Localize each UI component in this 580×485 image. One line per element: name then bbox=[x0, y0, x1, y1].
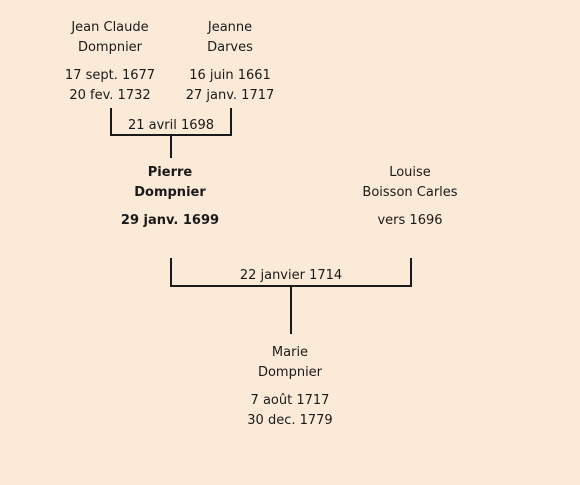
person-birth-date: 7 août 1717 bbox=[250, 393, 330, 408]
person-first-name: Jean Claude bbox=[71, 20, 149, 35]
person-birth-date: 29 janv. 1699 bbox=[120, 213, 220, 228]
person-first-name: Jeanne bbox=[207, 20, 253, 35]
person-death-date: 30 dec. 1779 bbox=[247, 413, 333, 428]
person-louise-boisson-carles: Louise Boisson Carles vers 1696 bbox=[330, 163, 490, 231]
person-first-name: Louise bbox=[389, 165, 431, 180]
marriage-bracket-bottom bbox=[110, 134, 232, 136]
person-first-name: Marie bbox=[271, 345, 309, 360]
person-birth-date: 17 sept. 1677 bbox=[64, 68, 156, 83]
marriage-bracket-left bbox=[170, 258, 172, 287]
person-birth-date: 16 juin 1661 bbox=[189, 68, 271, 83]
person-first-name: Pierre bbox=[147, 165, 193, 180]
person-jeanne-darves: Jeanne Darves 16 juin 1661 27 janv. 1717 bbox=[150, 18, 310, 106]
marriage-date-parents: 21 avril 1698 bbox=[127, 118, 215, 133]
marriage-date-pierre-louise: 22 janvier 1714 bbox=[239, 268, 343, 283]
person-last-name: Boisson Carles bbox=[362, 185, 458, 200]
marriage-bracket-bottom bbox=[170, 285, 412, 287]
person-death-date: 27 janv. 1717 bbox=[185, 88, 275, 103]
person-birth-date: vers 1696 bbox=[377, 213, 443, 228]
descent-line bbox=[290, 287, 292, 334]
person-last-name: Darves bbox=[207, 40, 253, 55]
person-last-name: Dompnier bbox=[77, 40, 143, 55]
person-death-date: 20 fev. 1732 bbox=[69, 88, 151, 103]
person-last-name: Dompnier bbox=[134, 185, 206, 200]
marriage-bracket-right bbox=[410, 258, 412, 287]
person-last-name: Dompnier bbox=[257, 365, 323, 380]
marriage-bracket-right bbox=[230, 108, 232, 136]
descent-line bbox=[170, 136, 172, 158]
person-marie-dompnier: Marie Dompnier 7 août 1717 30 dec. 1779 bbox=[210, 343, 370, 431]
person-pierre-dompnier: Pierre Dompnier 29 janv. 1699 bbox=[90, 163, 250, 231]
marriage-bracket-left bbox=[110, 108, 112, 136]
person-jean-claude-dompnier: Jean Claude Dompnier 17 sept. 1677 20 fe… bbox=[30, 18, 190, 106]
